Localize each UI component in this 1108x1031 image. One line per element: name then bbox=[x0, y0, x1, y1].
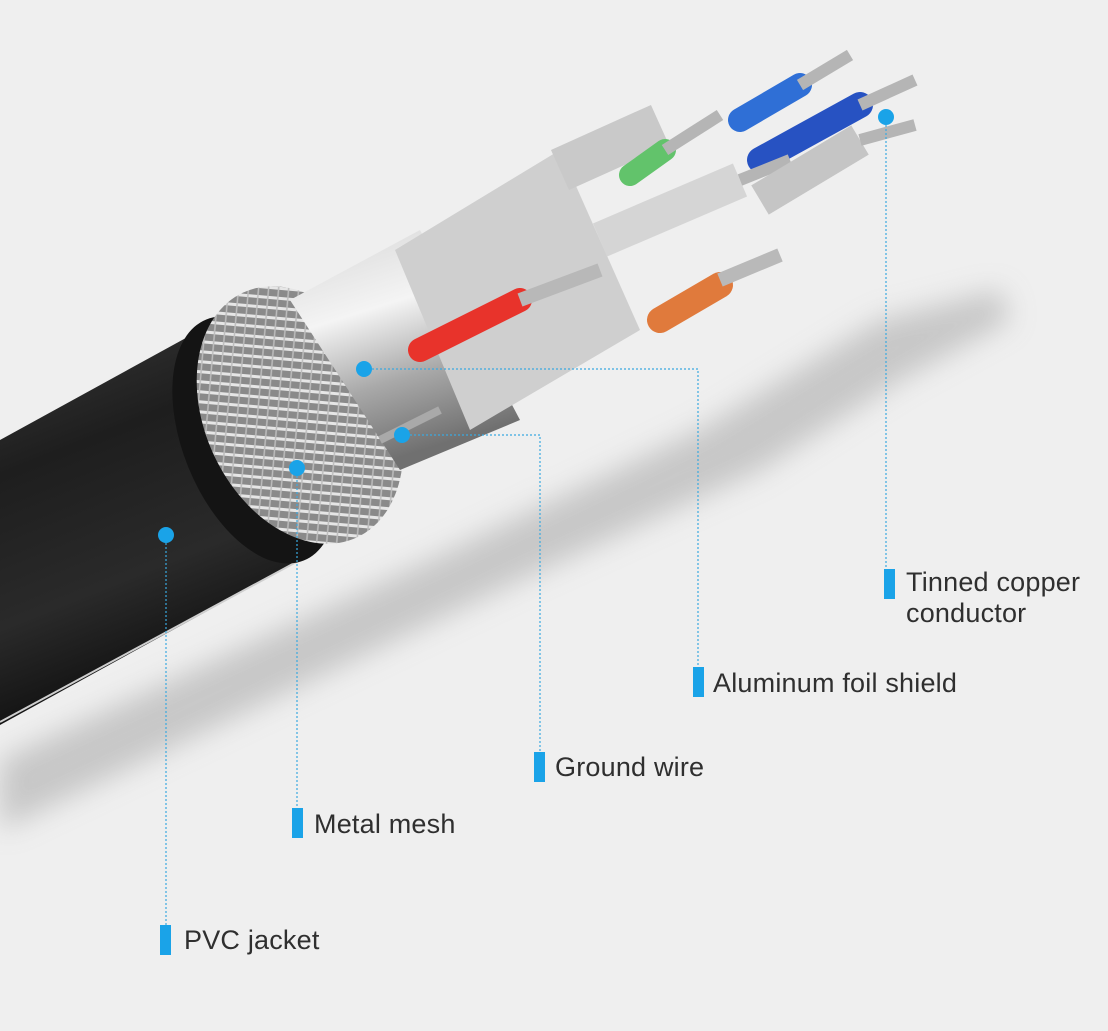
metal-mesh-label: Metal mesh bbox=[314, 809, 456, 839]
foil-shield-dot bbox=[356, 361, 372, 377]
foil-shield-leader bbox=[364, 368, 699, 667]
foil-shield-marker bbox=[693, 667, 704, 697]
ground-wire-dot bbox=[394, 427, 410, 443]
conductor-label: Tinned copper conductor bbox=[906, 567, 1080, 629]
conductor-dot bbox=[878, 109, 894, 125]
metal-mesh-marker bbox=[292, 808, 303, 838]
pvc-jacket-label: PVC jacket bbox=[184, 925, 320, 955]
pvc-jacket-marker bbox=[160, 925, 171, 955]
cable-shadow bbox=[0, 290, 1010, 830]
conductor-marker bbox=[884, 569, 895, 599]
ground-wire-leader bbox=[402, 434, 541, 752]
pvc-jacket-dot bbox=[158, 527, 174, 543]
conductor-label-line1: Tinned copper bbox=[906, 567, 1081, 597]
metal-mesh-dot bbox=[289, 460, 305, 476]
foil-shield-label: Aluminum foil shield bbox=[713, 668, 958, 698]
ground-wire-label: Ground wire bbox=[555, 752, 705, 782]
conductor-label-line2: conductor bbox=[906, 598, 1027, 628]
ground-wire-marker bbox=[534, 752, 545, 782]
